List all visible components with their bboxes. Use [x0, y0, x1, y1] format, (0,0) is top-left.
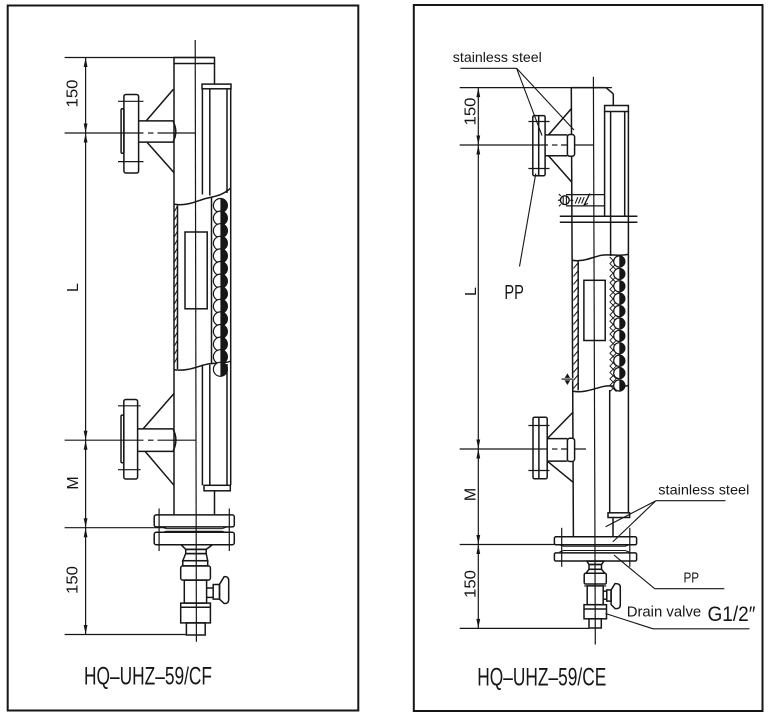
svg-text:Drain valve: Drain valve: [627, 604, 702, 621]
svg-text:G1/2″: G1/2″: [708, 603, 757, 626]
svg-text:HQ–UHZ–59/CE: HQ–UHZ–59/CE: [477, 664, 606, 692]
svg-text:stainless steel: stainless steel: [658, 482, 749, 498]
svg-text:150: 150: [463, 570, 480, 598]
svg-text:L: L: [65, 283, 82, 292]
svg-text:L: L: [463, 287, 480, 296]
svg-text:M: M: [65, 476, 82, 489]
svg-text:stainless steel: stainless steel: [453, 49, 542, 65]
svg-text:M: M: [463, 488, 480, 501]
svg-text:150: 150: [65, 566, 82, 594]
svg-text:PP: PP: [504, 282, 524, 304]
svg-text:150: 150: [463, 97, 480, 125]
svg-text:HQ–UHZ–59/CF: HQ–UHZ–59/CF: [84, 663, 212, 691]
svg-text:150: 150: [65, 79, 82, 107]
svg-text:PP: PP: [684, 570, 700, 587]
